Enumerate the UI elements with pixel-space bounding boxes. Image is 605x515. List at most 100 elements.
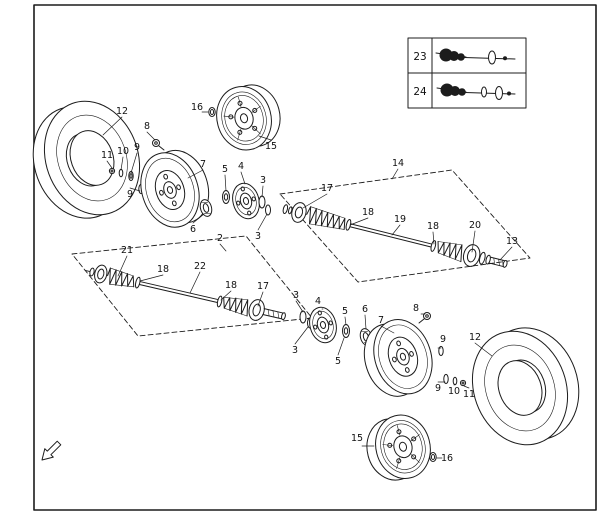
- leader-line: [499, 246, 513, 261]
- cv-joint-figure-24: [436, 83, 516, 100]
- part-number-label: 5: [222, 164, 228, 175]
- callout-17: 17: [257, 281, 269, 307]
- leader-line: [391, 168, 399, 180]
- callout-7: 7: [378, 315, 395, 334]
- callout-4: 4: [315, 296, 324, 310]
- callout-11: 11: [463, 385, 475, 400]
- axle-kit-box-left: [71, 235, 313, 337]
- part-number-label: 7: [200, 159, 206, 170]
- leader-line: [224, 174, 227, 192]
- cv-joint-figure-23: [435, 48, 516, 65]
- tire-front-right: [471, 327, 580, 446]
- washer-right: [342, 324, 350, 338]
- wheel-rim-front-right: [363, 319, 433, 397]
- hub-ring-bottom: [429, 452, 437, 462]
- leader-line: [474, 342, 493, 357]
- front-direction-arrow-icon: [41, 440, 62, 461]
- part-number-label: 22: [194, 261, 206, 272]
- wheel-rim-front-left: [140, 149, 210, 228]
- hub-ring-top: [208, 107, 216, 117]
- leader-line: [258, 135, 272, 141]
- part-number-label: 6: [362, 304, 368, 315]
- callout-12: 12: [102, 106, 128, 136]
- callout-10: 10: [448, 383, 460, 397]
- part-number-label: 19: [394, 214, 406, 225]
- part-number-label: 3: [292, 345, 298, 356]
- callout-4: 4: [238, 161, 246, 185]
- part-number-label: 10: [448, 386, 460, 397]
- callout-3: 3: [255, 213, 268, 242]
- callout-19: 19: [391, 214, 406, 236]
- leader-line: [471, 230, 476, 253]
- snap-rings-left: [258, 195, 271, 216]
- callout-22: 22: [189, 261, 206, 294]
- part-number-label: 16: [191, 102, 203, 113]
- callout-6: 6: [190, 213, 205, 235]
- part-number-label: 17: [321, 183, 333, 194]
- part-number-label: 9: [134, 142, 140, 153]
- leader-line: [261, 185, 264, 198]
- callout-2: 2: [217, 233, 227, 252]
- callout-14: 14: [391, 158, 404, 180]
- leader-line: [240, 171, 246, 185]
- leader-line: [337, 337, 345, 356]
- washer-left: [222, 190, 230, 204]
- part-number-label: 3: [255, 231, 261, 242]
- callout-3: 3: [260, 175, 266, 198]
- legend-inset: 23 24: [407, 37, 527, 109]
- callout-18: 18: [349, 207, 374, 226]
- leader-line: [129, 187, 141, 192]
- part-number-label: 15: [351, 433, 363, 444]
- part-number-label: 11: [101, 150, 113, 161]
- leader-line: [380, 325, 395, 334]
- part-number-label: 16: [441, 453, 453, 464]
- part-number-label: 10: [117, 146, 129, 157]
- part-number-label: 8: [413, 303, 419, 314]
- callout-8: 8: [413, 303, 426, 315]
- legend-row-number-24: 24: [413, 86, 427, 98]
- leader-line: [139, 274, 164, 282]
- spare-wheel-top: [216, 84, 281, 151]
- leader-line: [344, 316, 347, 326]
- callout-15: 15: [258, 135, 277, 152]
- callout-9: 9: [130, 142, 140, 174]
- callout-5: 5: [335, 337, 345, 367]
- callout-3: 3: [293, 290, 304, 313]
- part-number-label: 9: [435, 383, 441, 394]
- leader-line: [130, 152, 138, 174]
- brake-disc-right: [309, 306, 337, 344]
- leader-line: [257, 213, 268, 231]
- spare-wheel-bottom: [366, 414, 431, 481]
- callout-15: 15: [351, 433, 375, 447]
- part-number-label: 5: [335, 356, 341, 367]
- callout-18: 18: [139, 264, 169, 282]
- part-number-label: 17: [257, 281, 269, 292]
- leader-line: [220, 290, 232, 301]
- part-number-label: 7: [378, 315, 384, 326]
- callout-21: 21: [117, 245, 133, 277]
- callout-17: 17: [302, 183, 333, 209]
- callout-7: 7: [187, 159, 206, 179]
- callout-13: 13: [499, 236, 518, 261]
- callout-9: 9: [435, 381, 446, 394]
- wheel-hub-left: [199, 199, 213, 217]
- part-number-label: 5: [342, 306, 348, 317]
- callout-18: 18: [220, 280, 237, 301]
- leader-line: [349, 217, 369, 226]
- leader-line: [106, 160, 113, 169]
- part-number-label: 18: [427, 221, 439, 232]
- part-number-label: 8: [144, 121, 150, 132]
- part-number-label: 15: [265, 141, 277, 152]
- leader-line: [219, 243, 227, 252]
- callout-20: 20: [469, 220, 481, 253]
- leader-line: [146, 131, 156, 141]
- part-number-label: 21: [121, 245, 133, 256]
- part-number-label: 4: [315, 296, 321, 307]
- part-number-label: 9: [440, 334, 446, 345]
- leader-line: [187, 169, 204, 179]
- part-number-label: 13: [506, 236, 518, 247]
- callout-9: 9: [127, 187, 141, 200]
